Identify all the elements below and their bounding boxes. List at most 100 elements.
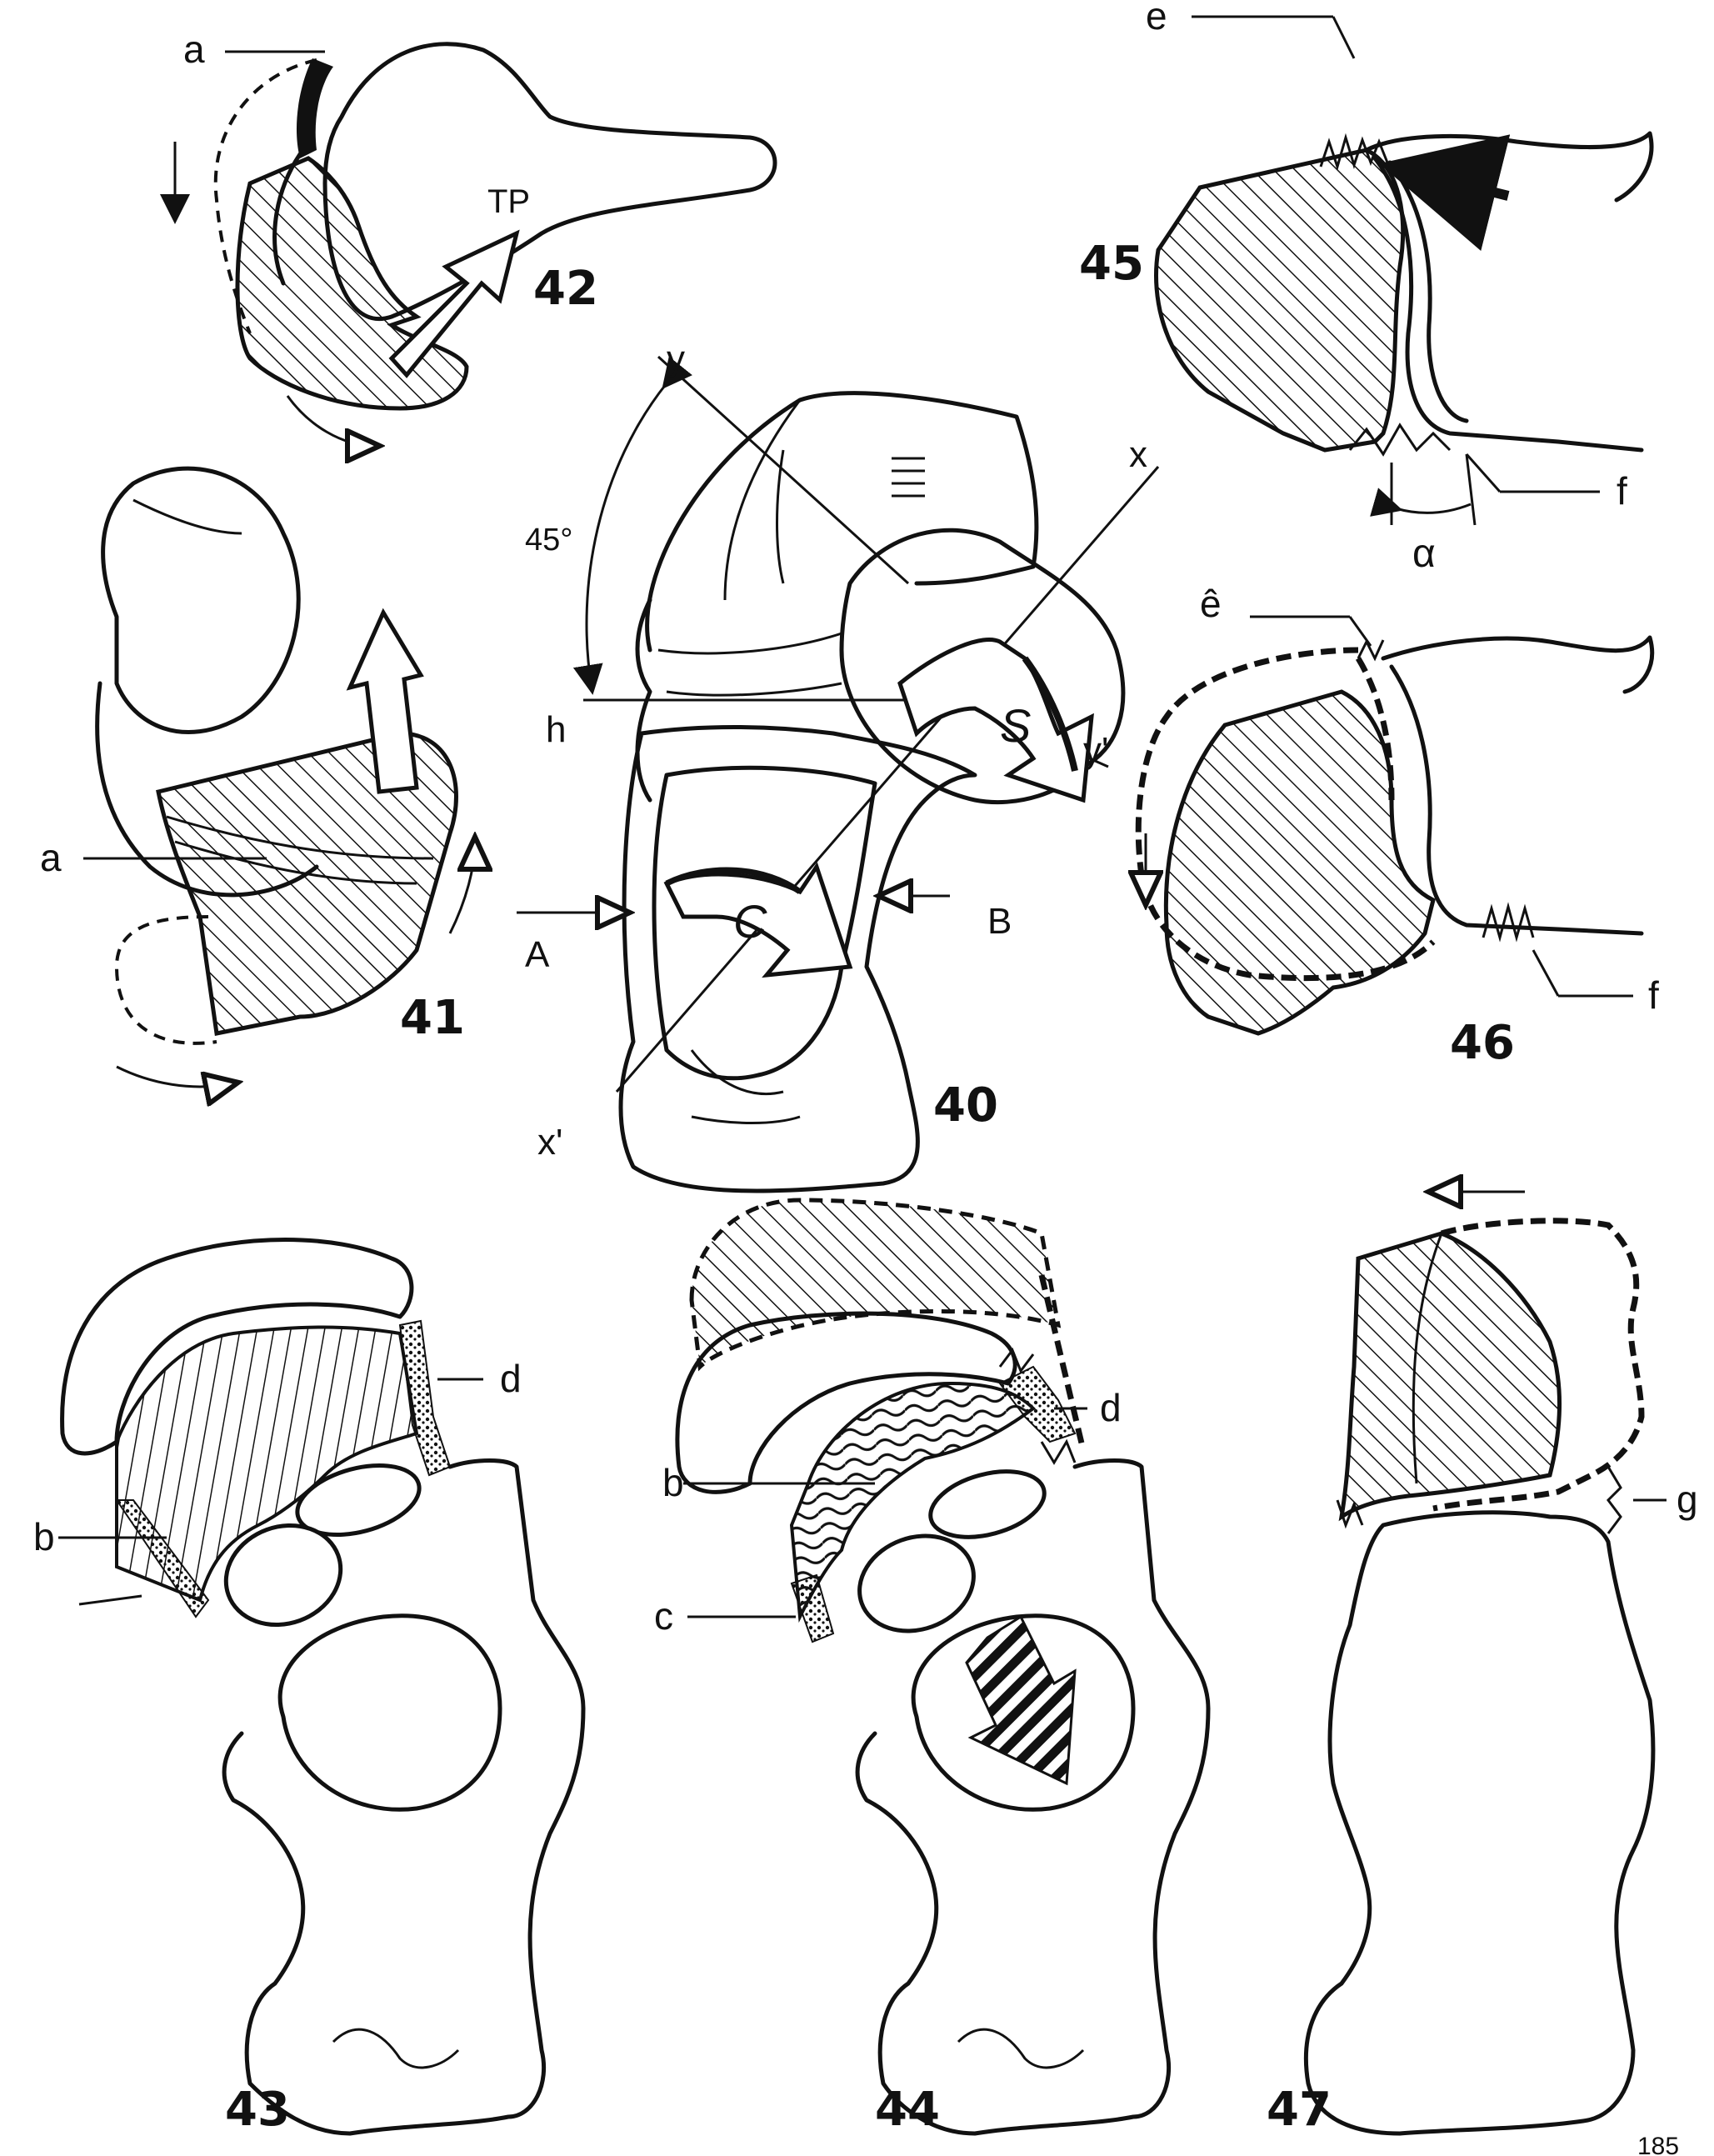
fig47-spurs-g (1607, 1466, 1622, 1534)
fig44-facet-2 (857, 1533, 976, 1633)
fig43-calcaneus (222, 1458, 586, 2136)
fig43-label-b: b (33, 1515, 55, 1558)
fig45-e-leader-2 (1332, 16, 1356, 59)
fig40-c-arrow-edge (665, 867, 802, 894)
fig42-label-a: a (183, 28, 205, 71)
fig40-label-s: S (1000, 699, 1031, 752)
fig47-inner-line (1412, 1233, 1443, 1484)
fig41-arrow-up (346, 608, 424, 794)
fig40-label-a: A (525, 934, 550, 975)
fig40-arrow-c (663, 862, 853, 978)
fig40-number: 40 (933, 1078, 998, 1133)
fig42-arrow-rotate (286, 395, 375, 446)
fig40-lower-detail-2 (690, 1049, 784, 1096)
fig42-number: 42 (533, 262, 598, 316)
fig41-number: 41 (400, 991, 465, 1045)
fig44-talus-dome (675, 1311, 1017, 1494)
fig40-lower-detail (691, 1115, 801, 1124)
fig40-hash-marks (892, 457, 925, 498)
figure-46: ê f 46 (1138, 582, 1659, 1070)
fig45-f-leader (1465, 453, 1502, 493)
fig44-stipple-c (790, 1573, 835, 1643)
fig45-arrow (1379, 134, 1511, 252)
fig40-s-arrow-edge (1022, 656, 1078, 772)
fig42-dashed-outline (213, 58, 317, 334)
fig41-talus (101, 466, 301, 735)
fig44-facet-large (911, 1613, 1136, 1812)
fig40-label-x-prime: x' (537, 1122, 562, 1163)
fig41-arrow-right (448, 842, 475, 934)
fig43-talus-dome (60, 1238, 414, 1456)
fig44-tuber-detail (957, 2028, 1085, 2069)
fig40-label-c: C (733, 895, 767, 948)
fig47-number: 47 (1267, 2083, 1332, 2137)
fig40-axis-y (657, 355, 910, 585)
fig43-hatched-ligament-b (115, 1325, 419, 1603)
fig41-arrow-bottom (116, 1065, 233, 1087)
fig46-e-leader-2 (1348, 616, 1372, 647)
fig41-dashed-outline (114, 915, 217, 1045)
fig43-unlabeled-leader (78, 1594, 142, 1606)
fig40-calcaneus (618, 725, 977, 1193)
fig41-hatched-navicular (156, 731, 458, 1036)
fig46-f-leader (1532, 949, 1560, 997)
fig40-label-x: x (1129, 434, 1147, 475)
fig44-calcaneus (855, 1458, 1211, 2136)
fig44-facet-1 (928, 1469, 1047, 1539)
fig40-joint-1 (657, 632, 842, 655)
fig44-striped-arrow (965, 1614, 1077, 1786)
fig40-ridge-line (723, 399, 802, 601)
fig44-label-c: c (654, 1594, 673, 1638)
fig40-label-h: h (546, 709, 566, 750)
figure-43: b d 43 (33, 1238, 586, 2137)
fig43-tuber-detail (332, 2028, 460, 2069)
fig46-bone (1381, 635, 1655, 694)
fig45-alpha-arc (1370, 488, 1472, 517)
fig42-label-tp: TP (487, 183, 530, 220)
fig40-talus-head (839, 528, 1126, 805)
fig43-label-d: d (500, 1357, 522, 1400)
fig47-label-g: g (1677, 1478, 1698, 1521)
fig43-facet-1 (295, 1463, 422, 1538)
fig41-overlap-line-2 (174, 840, 417, 885)
fig46-number: 46 (1450, 1016, 1515, 1070)
fig46-hatched-bone (1163, 689, 1436, 1036)
fig45-spurs-f (1348, 423, 1452, 457)
fig41-label-a: a (40, 836, 62, 879)
fig45-label-f: f (1617, 469, 1627, 513)
fig40-arrow-s (897, 637, 1094, 803)
fig46-spurs-f (1482, 902, 1535, 943)
fig45-hatched-bone (1154, 148, 1406, 453)
fig40-joint-2 (666, 682, 842, 697)
fig43-facet-large (277, 1613, 502, 1812)
fig40-label-b: B (987, 901, 1012, 942)
fig44-wavy-ligament-b (789, 1381, 1037, 1623)
figure-42: a TP 42 (160, 28, 777, 446)
fig40-label-angle: 45° (525, 523, 572, 558)
fig46-joint-contour (1389, 664, 1644, 936)
fig44-hatched-displaced-talus (689, 1198, 1062, 1372)
fig40-label-y: y (667, 338, 685, 379)
fig42-cartilage-a (296, 58, 333, 158)
page-number: 185 (1637, 2133, 1679, 2156)
fig46-spurs-e (1357, 638, 1385, 662)
figure-40: y y' x x' h 45° A B S C 40 (517, 338, 1160, 1193)
fig45-alpha-line-2 (1465, 453, 1477, 526)
fig41-detail-line (132, 498, 242, 535)
fig42-hatched-bone (235, 156, 469, 411)
fig45-label-alpha: α (1412, 532, 1436, 576)
fig44-stipple-d (998, 1365, 1077, 1443)
fig42-tp-arrow (388, 229, 520, 378)
fig44-spurs (998, 1347, 1077, 1465)
fig44-number: 44 (875, 2083, 940, 2137)
fig43-facet-2 (223, 1523, 343, 1628)
fig46-dashed-inner (1355, 657, 1395, 801)
fig47-hatched-bone (1338, 1231, 1562, 1522)
fig42-joint-line (272, 152, 302, 286)
figure-41: a 41 (40, 466, 475, 1087)
fig47-calcaneus (1303, 1510, 1656, 2136)
fig40-label-y-prime: y' (1083, 730, 1108, 771)
fig45-spurs-e (1319, 133, 1389, 172)
figure-47: g 47 (1267, 1192, 1698, 2137)
